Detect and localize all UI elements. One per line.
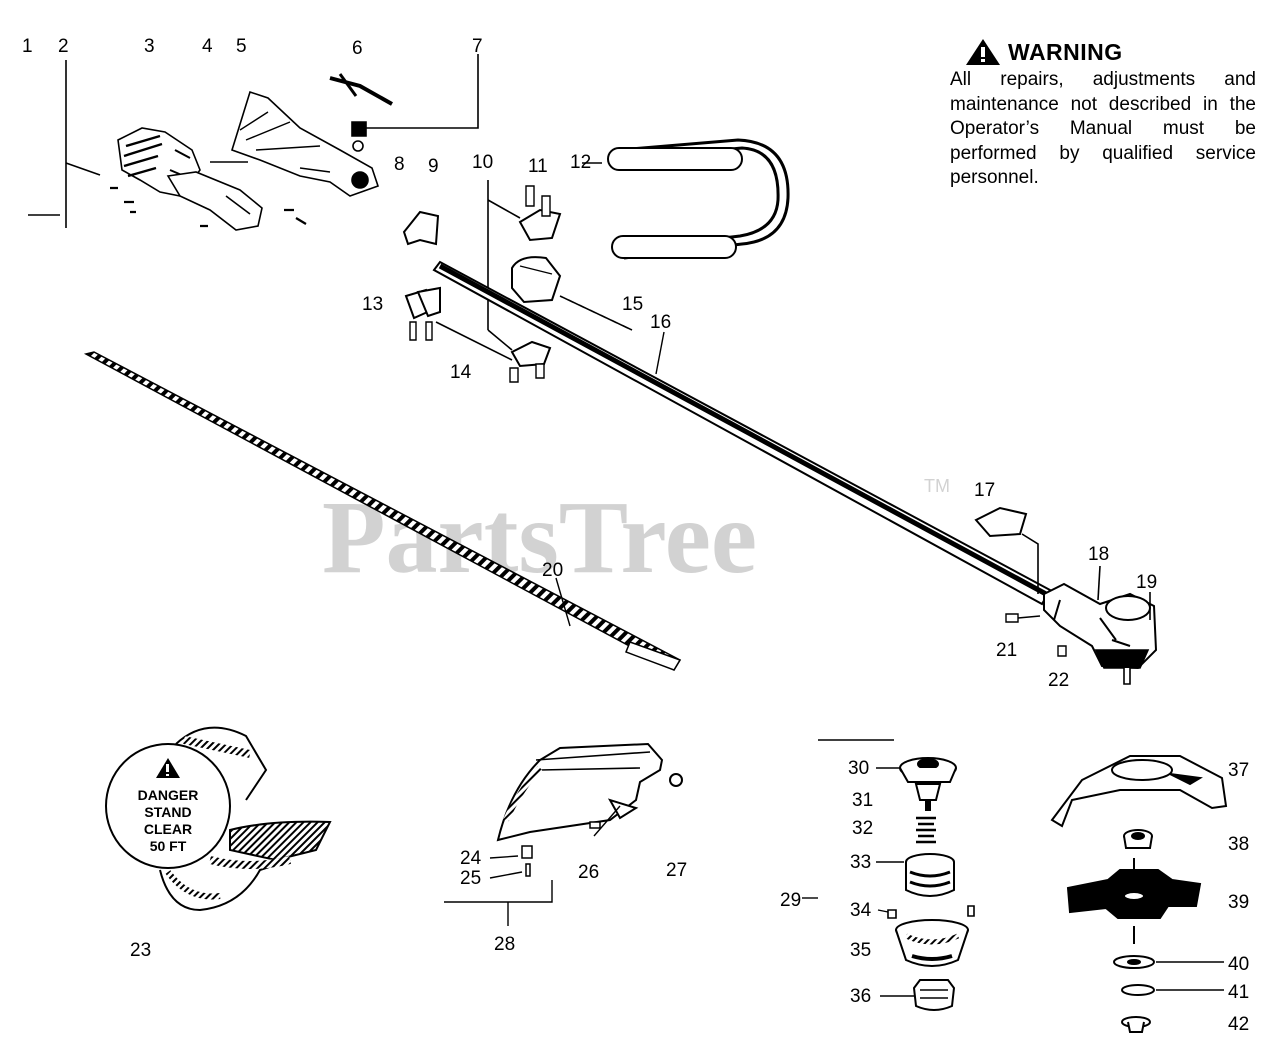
flex-drive-cable (83, 351, 682, 671)
rear-handle (166, 171, 263, 231)
callout-3: 3 (144, 36, 155, 57)
callout-8: 8 (394, 154, 405, 175)
callout-20: 20 (542, 560, 563, 581)
callout-15: 15 (622, 294, 643, 315)
callout-13: 13 (362, 294, 383, 315)
harness (105, 726, 332, 912)
loop-handle (609, 146, 780, 252)
watermark-text: PartsTree (322, 480, 757, 595)
callout-41: 41 (1228, 982, 1249, 1003)
blade-group (1050, 755, 1228, 1033)
danger-decal: DANGER STAND CLEAR 50 FT (138, 787, 199, 854)
warning-notice: WARNING All repairs, adjustments and mai… (950, 36, 1256, 191)
callout-11: 11 (528, 156, 548, 177)
watermark-trademark: TM (924, 476, 950, 496)
callout-29: 29 (780, 890, 801, 911)
callout-24: 24 (460, 848, 482, 869)
engine-housing-group (28, 54, 479, 231)
callout-14: 14 (450, 362, 472, 383)
warning-header: WARNING (964, 36, 1256, 68)
callout-18: 18 (1088, 544, 1109, 565)
callout-28: 28 (494, 934, 515, 955)
callout-31: 31 (852, 790, 873, 811)
callout-42: 42 (1228, 1014, 1249, 1035)
callout-34: 34 (850, 900, 872, 921)
callout-labels: 1 2 3 4 5 6 7 8 9 10 11 12 13 14 15 16 1… (22, 36, 1249, 1035)
callout-9: 9 (428, 156, 439, 177)
callout-27: 27 (666, 860, 687, 881)
handle-clamp (511, 256, 562, 304)
trimmer-shield-group (444, 742, 683, 926)
drive-shaft-tube (432, 260, 1052, 606)
callout-12: 12 (570, 152, 591, 173)
callout-33: 33 (850, 852, 871, 873)
handle-clamp-group (402, 138, 790, 383)
callout-21: 21 (996, 640, 1017, 661)
callout-25: 25 (460, 868, 481, 889)
warning-text: All repairs, adjustments and maintenance… (950, 69, 1256, 188)
callout-39: 39 (1228, 892, 1249, 913)
callout-36: 36 (850, 986, 871, 1007)
callout-30: 30 (848, 758, 869, 779)
callout-26: 26 (578, 862, 599, 883)
callout-19: 19 (1136, 572, 1157, 593)
engine-frame (231, 90, 380, 197)
callout-40: 40 (1228, 954, 1249, 975)
handle-clip (402, 210, 440, 246)
callout-37: 37 (1228, 760, 1249, 781)
callout-38: 38 (1228, 834, 1249, 855)
callout-23: 23 (130, 940, 151, 961)
blade-guard (1050, 755, 1228, 828)
callout-16: 16 (650, 312, 671, 333)
trimmer-head-group (802, 739, 975, 1011)
callout-17: 17 (974, 480, 995, 501)
callout-32: 32 (852, 818, 873, 839)
callout-4: 4 (202, 36, 213, 57)
callout-2: 2 (58, 36, 69, 57)
watermark: PartsTree TM (322, 476, 950, 595)
callout-7: 7 (472, 36, 483, 57)
gear-head-group (974, 506, 1158, 685)
callout-35: 35 (850, 940, 871, 961)
callout-5: 5 (236, 36, 247, 57)
callout-1: 1 (22, 36, 33, 57)
warning-title: WARNING (1008, 38, 1123, 65)
decal-line-2: STAND (144, 804, 191, 820)
decal-line-4: 50 FT (150, 838, 187, 854)
callout-10: 10 (472, 152, 493, 173)
decal-line-3: CLEAR (144, 821, 192, 837)
decal-line-1: DANGER (138, 787, 199, 803)
callout-6: 6 (352, 38, 363, 59)
warning-triangle-icon (966, 39, 1000, 65)
callout-22: 22 (1048, 670, 1069, 691)
